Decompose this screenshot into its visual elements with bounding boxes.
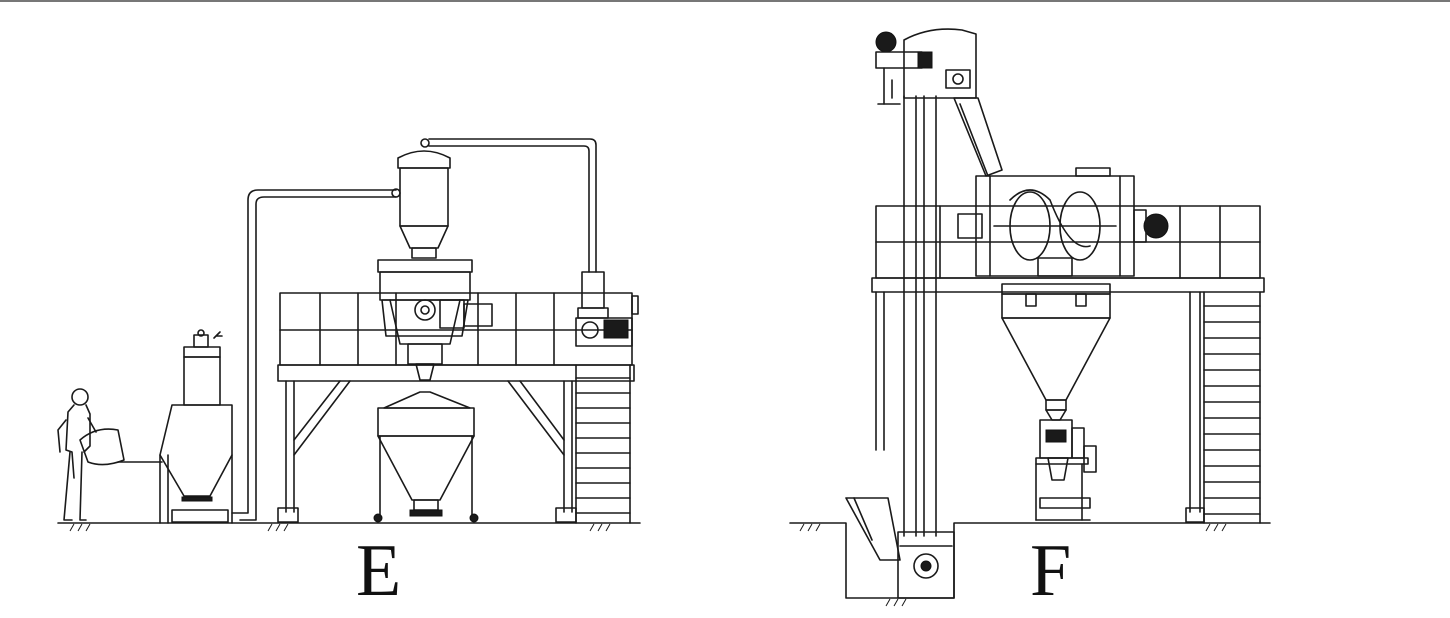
ibc-container: [373, 391, 479, 523]
ribbon-mixer: [957, 167, 1169, 277]
platform-f: [871, 205, 1265, 523]
vacuum-receiver: [391, 138, 451, 259]
cone-hopper: [1001, 283, 1111, 421]
top-border: [0, 0, 1450, 2]
ladder-f: [1203, 291, 1261, 524]
mixer-unit: [377, 259, 493, 381]
platform-railing: [277, 292, 635, 382]
feeding-station: [159, 329, 233, 524]
panel-label-f: F: [1030, 530, 1072, 612]
packing-machine: [1035, 419, 1097, 521]
panel-e-drawing: [57, 138, 641, 532]
ladder-e: [575, 364, 631, 524]
support-frame: [277, 380, 577, 523]
filter-unit: [575, 271, 639, 347]
panel-f-drawing: [789, 28, 1271, 607]
operator-figure: [57, 388, 163, 521]
bucket-elevator: [875, 28, 977, 599]
panel-label-e: E: [356, 530, 402, 612]
